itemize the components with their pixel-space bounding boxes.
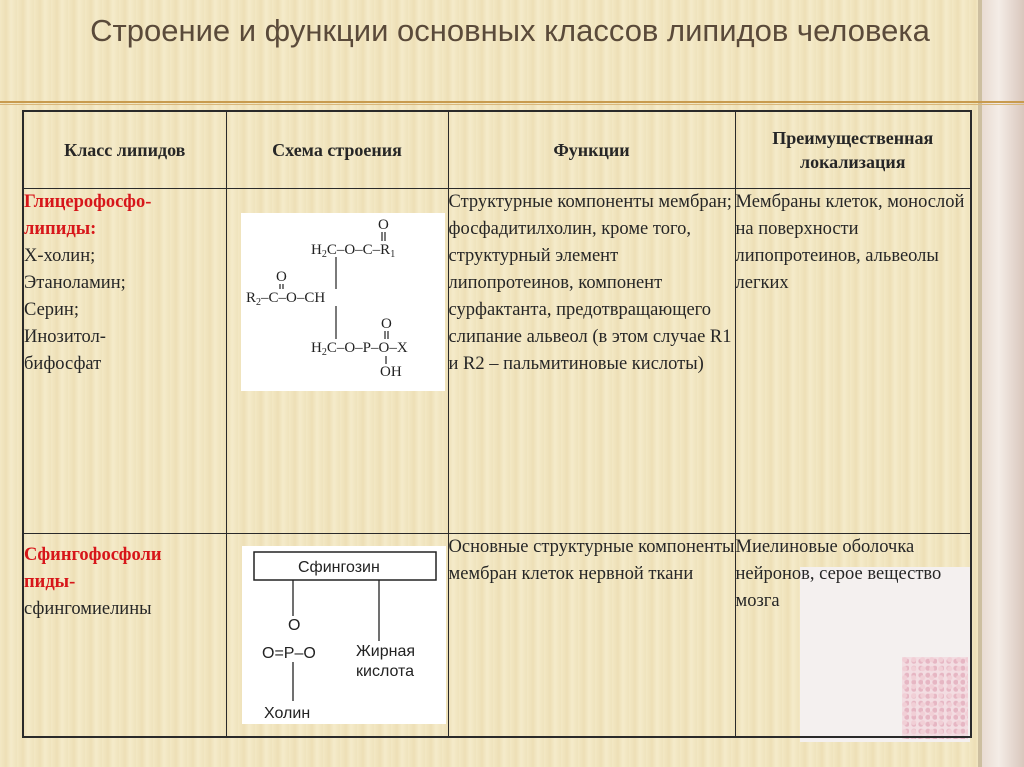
decorative-stripe [982, 0, 1024, 767]
class-title: Глицерофосфо-липиды: [24, 192, 152, 239]
scheme-cell: O H2C–O–C–R1 O R2–C–O–CH O H2C–O–P–O–X O… [225, 188, 449, 534]
class-title: Сфингофосфоли пиды- [24, 545, 162, 592]
functions-cell: Основные структурные компоненты мембран … [447, 533, 736, 738]
choline-label: Холин [264, 705, 310, 722]
fatty-acid-label: Жирная [356, 643, 415, 660]
header-localization: Преимущественная локализация [734, 110, 972, 189]
oxygen-label: O [378, 217, 389, 233]
chain-label: H2C–O–P–O–X [311, 340, 408, 358]
header-scheme: Схема строения [225, 110, 449, 189]
header-class: Класс липидов [22, 110, 227, 189]
title-divider [0, 101, 1024, 103]
class-cell: Глицерофосфо-липиды: Х-холин; Этаноламин… [22, 188, 227, 534]
class-cell: Сфингофосфоли пиды- сфингомиелины [22, 533, 227, 738]
table-row-glycerophospholipids: Глицерофосфо-липиды: Х-холин; Этаноламин… [22, 188, 972, 534]
localization-cell: Миелиновые оболочка нейронов, серое веще… [734, 533, 972, 738]
class-item: Серин; [24, 300, 79, 320]
sphingomyelin-structure: Сфингозин O O=P–O Жирная кислота Холин [241, 546, 446, 724]
chain-label: H2C–O–C–R1 [311, 242, 395, 260]
class-item: Х-холин; [24, 246, 96, 266]
table-row-sphingophospholipids: Сфингофосфоли пиды- сфингомиелины Сфинго… [22, 533, 972, 738]
oxygen-label: O [276, 269, 287, 285]
oxygen-label: O [288, 617, 300, 634]
scheme-cell: Сфингозин O O=P–O Жирная кислота Холин [225, 533, 449, 738]
lipid-table: Класс липидов Схема строения Функции Пре… [22, 110, 972, 738]
title-divider-thin [0, 104, 1024, 105]
sphingosine-label: Сфингозин [298, 559, 380, 576]
localization-cell: Мембраны клеток, монослой на поверхности… [734, 188, 972, 534]
class-item: сфингомиелины [24, 599, 152, 619]
glycerophospholipid-structure: O H2C–O–C–R1 O R2–C–O–CH O H2C–O–P–O–X O… [240, 213, 445, 391]
class-item: Инозитол-бифосфат [24, 327, 106, 374]
header-functions: Функции [447, 110, 736, 189]
fatty-acid-label: кислота [356, 663, 414, 680]
chain-label: R2–C–O–CH [246, 290, 325, 308]
class-item: Этаноламин; [24, 273, 126, 293]
table-header-row: Класс липидов Схема строения Функции Пре… [22, 110, 972, 189]
oxygen-label: O [381, 316, 392, 332]
slide-title: Строение и функции основных классов липи… [90, 13, 930, 48]
phosphate-label: O=P–O [262, 645, 316, 662]
decorative-edge [978, 0, 982, 767]
functions-cell: Структурные компоненты мембран; фосфадит… [447, 188, 736, 534]
hydroxyl-label: OH [380, 364, 402, 380]
